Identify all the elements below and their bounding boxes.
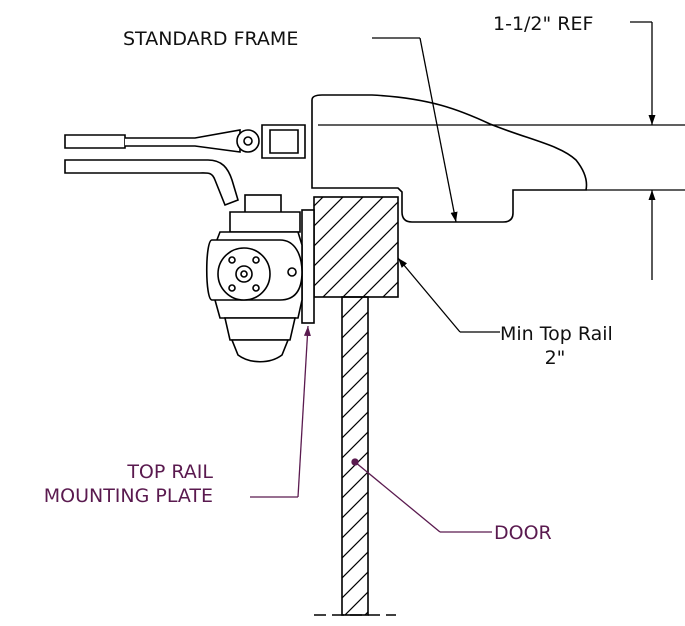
door-section xyxy=(313,196,399,616)
mounting-plate-callout xyxy=(250,325,311,498)
door-callout xyxy=(351,458,492,533)
mounting-plate-label: MOUNTING PLATE xyxy=(44,485,213,507)
door-label: DOOR xyxy=(494,522,552,544)
mounting-plate xyxy=(301,209,315,324)
closer-arm xyxy=(64,124,306,207)
ref-dimension-lines xyxy=(318,21,685,280)
min-top-rail-size-label: 2" xyxy=(545,347,566,369)
standard-frame-profile xyxy=(311,94,588,223)
standard-frame-callout xyxy=(372,37,458,223)
min-top-rail-callout xyxy=(397,257,500,333)
standard-frame-label: STANDARD FRAME xyxy=(123,28,298,50)
ref-dimension-label: 1-1/2" REF xyxy=(493,13,593,35)
closer-body xyxy=(206,194,303,363)
top-rail-label: TOP RAIL xyxy=(126,461,213,483)
min-top-rail-label: Min Top Rail xyxy=(500,323,613,345)
